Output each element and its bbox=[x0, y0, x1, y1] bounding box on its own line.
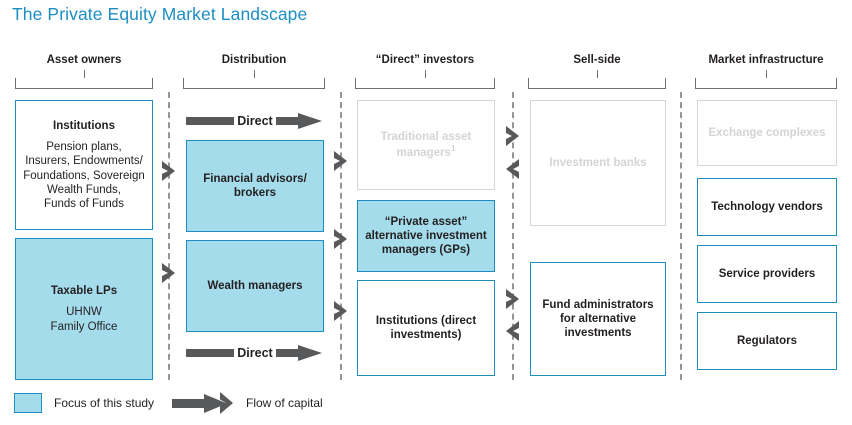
flow-chevron-right-icon bbox=[332, 150, 349, 172]
box-taxable-lps-title: Taxable LPs bbox=[50, 285, 118, 298]
box-financial-advisors[interactable]: Financial advisors/ brokers bbox=[186, 140, 324, 232]
box-institutions-title: Institutions bbox=[53, 120, 115, 133]
bracket-distribution bbox=[183, 70, 325, 89]
box-wealth-managers[interactable]: Wealth managers bbox=[186, 240, 324, 332]
box-wealth-managers-title: Wealth managers bbox=[207, 279, 303, 292]
direct-arrow-top: Direct bbox=[186, 110, 324, 132]
box-financial-advisors-title: Financial advisors/ brokers bbox=[203, 172, 307, 199]
bracket-asset-owners bbox=[15, 70, 153, 89]
box-institutions-direct[interactable]: Institutions (direct investments) bbox=[357, 280, 495, 376]
column-header-distribution: Distribution bbox=[221, 54, 287, 66]
box-technology-vendors-title: Technology vendors bbox=[711, 200, 823, 213]
box-traditional-asset-managers-title: Traditional asset managers1 bbox=[380, 131, 472, 159]
box-regulators[interactable]: Regulators bbox=[697, 312, 837, 370]
direct-arrow-bottom-label: Direct bbox=[234, 346, 276, 360]
footnote-marker: 1 bbox=[450, 144, 456, 154]
box-institutions[interactable]: Institutions Pension plans, Insurers, En… bbox=[15, 100, 153, 230]
box-fund-administrators[interactable]: Fund administrators for alternative inve… bbox=[530, 262, 666, 376]
flow-chevron-right-icon bbox=[160, 262, 177, 284]
legend-chevron-icon bbox=[218, 391, 235, 420]
bracket-direct-investors bbox=[355, 70, 495, 89]
flow-chevron-right-icon bbox=[160, 160, 177, 182]
bracket-tick bbox=[254, 70, 255, 78]
box-private-asset-gps[interactable]: “Private asset” alternative investment m… bbox=[357, 200, 495, 272]
bracket-tick bbox=[766, 70, 767, 78]
box-fund-administrators-title: Fund administrators for alternative inve… bbox=[542, 298, 654, 339]
legend-flow-label: Flow of capital bbox=[246, 396, 323, 410]
column-divider-3 bbox=[512, 92, 514, 380]
box-investment-banks-title: Investment banks bbox=[549, 156, 647, 169]
bracket-tick bbox=[425, 70, 426, 78]
legend-focus-swatch bbox=[14, 393, 42, 413]
flow-chevron-left-icon bbox=[504, 320, 521, 342]
flow-chevron-right-icon bbox=[504, 125, 521, 147]
page-title: The Private Equity Market Landscape bbox=[12, 4, 308, 24]
box-taxable-lps-subtitle: UHNW Family Office bbox=[50, 306, 118, 333]
box-institutions-subtitle: Pension plans, Insurers, Endowments/ Fou… bbox=[23, 141, 145, 210]
bracket-tick bbox=[84, 70, 85, 78]
box-exchange-complexes[interactable]: Exchange complexes bbox=[697, 100, 837, 166]
column-header-sell-side: Sell-side bbox=[573, 54, 621, 66]
box-technology-vendors[interactable]: Technology vendors bbox=[697, 178, 837, 236]
box-exchange-complexes-title: Exchange complexes bbox=[708, 126, 826, 139]
flow-chevron-right-icon bbox=[332, 300, 349, 322]
box-taxable-lps[interactable]: Taxable LPs UHNW Family Office bbox=[15, 238, 153, 380]
box-service-providers[interactable]: Service providers bbox=[697, 245, 837, 303]
bracket-sell-side bbox=[528, 70, 666, 89]
column-header-direct-investors: “Direct” investors bbox=[375, 54, 475, 66]
direct-arrow-top-label: Direct bbox=[234, 114, 276, 128]
legend-block-arrow-icon bbox=[172, 393, 228, 418]
flow-chevron-left-icon bbox=[504, 158, 521, 180]
box-investment-banks[interactable]: Investment banks bbox=[530, 100, 666, 226]
legend-focus-label: Focus of this study bbox=[54, 396, 155, 410]
flow-chevron-right-icon bbox=[504, 288, 521, 310]
column-divider-4 bbox=[680, 92, 682, 380]
flow-chevron-right-icon bbox=[332, 228, 349, 250]
bracket-tick bbox=[597, 70, 598, 78]
box-service-providers-title: Service providers bbox=[718, 267, 816, 280]
box-private-asset-gps-title: “Private asset” alternative investment m… bbox=[365, 215, 487, 256]
column-header-asset-owners: Asset owners bbox=[46, 54, 122, 66]
box-regulators-title: Regulators bbox=[736, 334, 798, 347]
column-divider-1 bbox=[168, 92, 170, 380]
column-header-market-infrastructure: Market infrastructure bbox=[708, 54, 824, 66]
direct-arrow-bottom: Direct bbox=[186, 342, 324, 364]
bracket-market-infrastructure bbox=[695, 70, 837, 89]
box-institutions-direct-title: Institutions (direct investments) bbox=[375, 314, 477, 341]
box-traditional-asset-managers[interactable]: Traditional asset managers1 bbox=[357, 100, 495, 190]
